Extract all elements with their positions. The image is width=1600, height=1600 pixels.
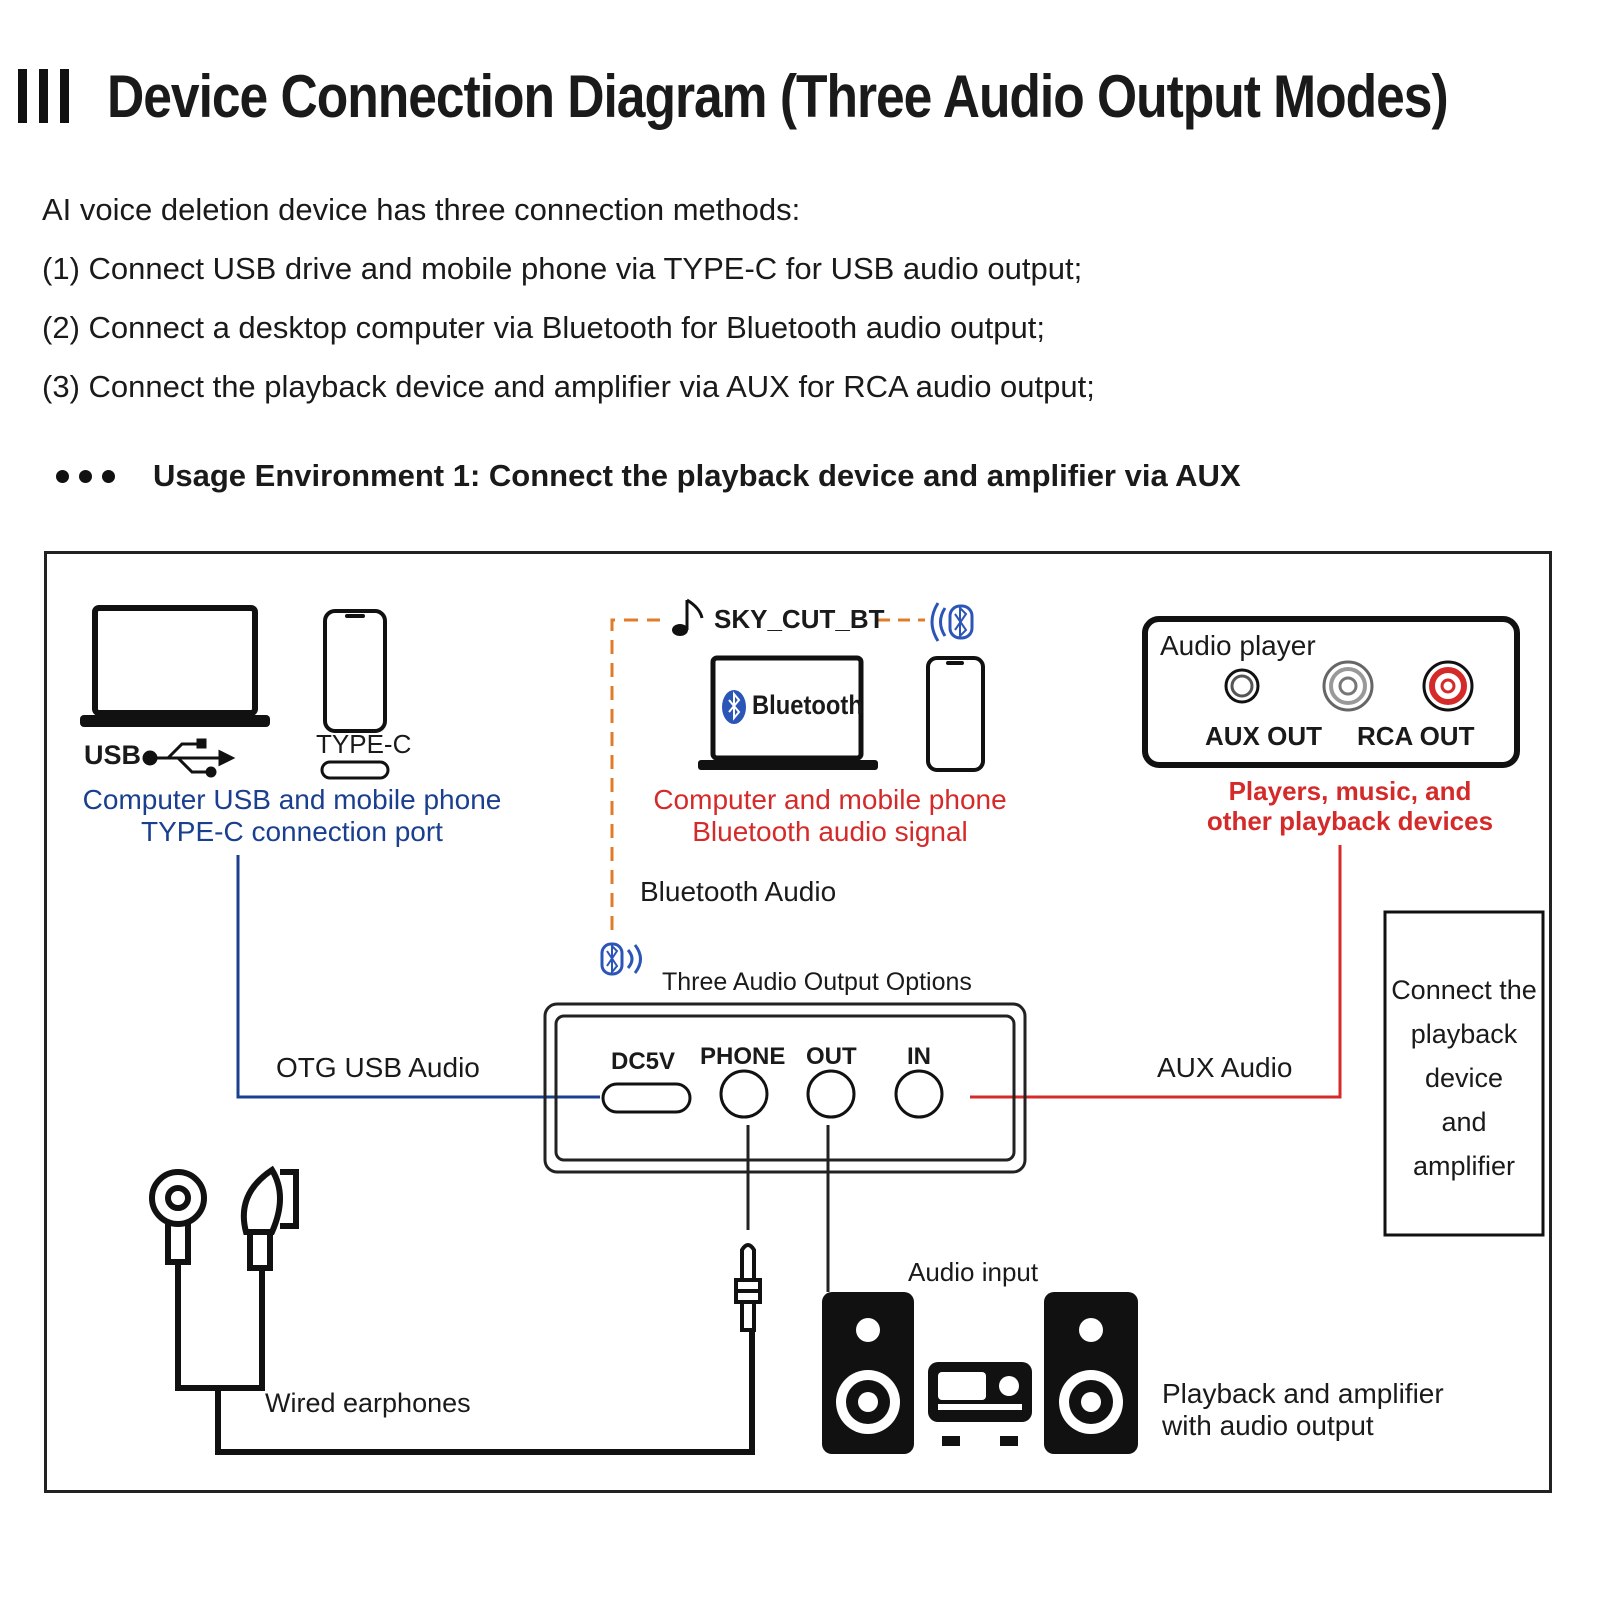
page-title: Device Connection Diagram (Three Audio O… — [18, 56, 1600, 136]
earphones-label: Wired earphones — [265, 1388, 471, 1418]
bluetooth-device-icon — [600, 942, 642, 976]
audio-player-title: Audio player — [1160, 630, 1316, 661]
audio-jack-icon — [734, 1243, 762, 1332]
usb-label: USB — [84, 740, 142, 770]
music-note-icon — [672, 598, 704, 636]
otg-usb-line — [236, 855, 600, 1099]
side-note-line-3: device — [1424, 1063, 1504, 1093]
usb-caption: Computer USB and mobile phone TYPE-C con… — [62, 784, 522, 848]
side-note-line-2: playback — [1410, 1019, 1518, 1049]
side-note-line-5: amplifier — [1412, 1151, 1516, 1181]
port-label-dc5v: DC5V — [611, 1048, 676, 1075]
otg-usb-label: OTG USB Audio — [276, 1052, 480, 1083]
aux-out-jack-icon — [1224, 668, 1260, 704]
amp-caption: Playback and amplifier with audio output — [1162, 1378, 1444, 1442]
port-label-out: OUT — [806, 1043, 857, 1070]
amplifier-icon — [928, 1362, 1032, 1446]
bt-caption-line-1: Computer and mobile phone — [653, 784, 1007, 815]
rca-out-white-icon — [1322, 660, 1374, 712]
intro-item-3: (3) Connect the playback device and ampl… — [42, 369, 1095, 404]
side-note-box — [1383, 910, 1545, 1237]
bullet-dots-icon — [56, 469, 115, 483]
title-text: Device Connection Diagram (Three Audio O… — [107, 62, 1449, 130]
title-roman-marker — [18, 69, 69, 123]
intro-item-2: (2) Connect a desktop computer via Bluet… — [42, 310, 1045, 345]
bt-laptop-label: Bluetooth — [752, 690, 863, 720]
side-note-line-4: and — [1441, 1107, 1487, 1137]
amp-caption-line-2: with audio output — [1162, 1410, 1374, 1442]
audio-player-caption-line-1: Players, music, and — [1228, 776, 1472, 806]
rca-out-red-icon — [1422, 660, 1474, 712]
usb-caption-line-1: Computer USB and mobile phone — [82, 784, 502, 815]
usb-caption-line-2: TYPE-C connection port — [141, 816, 443, 848]
bluetooth-laptop-icon — [698, 655, 878, 770]
laptop-icon — [80, 605, 270, 727]
device-heading: Three Audio Output Options — [662, 968, 972, 996]
port-label-in: IN — [907, 1043, 931, 1070]
side-note: Connect the playback device and amplifie… — [1385, 968, 1543, 1188]
in-port — [894, 1069, 944, 1119]
bluetooth-signal-icon — [930, 602, 974, 642]
out-port — [806, 1069, 856, 1119]
aux-audio-line — [970, 845, 1342, 1099]
bt-caption-line-2: Bluetooth audio signal — [692, 816, 968, 848]
usage-heading-text: Usage Environment 1: Connect the playbac… — [153, 458, 1241, 493]
side-note-line-1: Connect the — [1391, 975, 1537, 1005]
type-c-connector-icon — [320, 760, 390, 780]
audio-player-box — [1142, 616, 1520, 768]
earphones-icon — [149, 1165, 755, 1455]
bluetooth-line — [610, 618, 660, 930]
intro-item-1: (1) Connect USB drive and mobile phone v… — [42, 251, 1083, 286]
diagram-frame — [44, 551, 1552, 1493]
phone-port — [719, 1069, 769, 1119]
bt-caption: Computer and mobile phone Bluetooth audi… — [630, 784, 1030, 848]
dc5v-port — [601, 1082, 692, 1114]
typec-label: TYPE-C — [316, 729, 412, 759]
usb-symbol-icon — [142, 738, 236, 778]
intro-lead: AI voice deletion device has three conne… — [42, 192, 801, 227]
amp-caption-line-1: Playback and amplifier — [1162, 1378, 1444, 1409]
audio-input-label: Audio input — [908, 1257, 1039, 1287]
bluetooth-phone-icon — [926, 656, 985, 772]
left-speaker-icon — [822, 1292, 914, 1454]
aux-audio-label: AUX Audio — [1157, 1052, 1293, 1083]
bt-device-name: SKY_CUT_BT — [714, 604, 885, 634]
aux-out-label: AUX OUT — [1205, 721, 1322, 751]
usage-heading: Usage Environment 1: Connect the playbac… — [56, 458, 1241, 494]
intro-text: AI voice deletion device has three conne… — [42, 180, 1095, 416]
audio-player-caption: Players, music, and other playback devic… — [1180, 776, 1520, 837]
voice-deletion-device — [543, 1002, 1027, 1174]
port-label-phone: PHONE — [700, 1043, 786, 1070]
rca-out-label: RCA OUT — [1357, 721, 1475, 751]
phone-icon — [323, 609, 387, 733]
right-speaker-icon — [1044, 1292, 1138, 1454]
bt-audio-label: Bluetooth Audio — [640, 876, 837, 907]
audio-player-caption-line-2: other playback devices — [1206, 805, 1494, 836]
